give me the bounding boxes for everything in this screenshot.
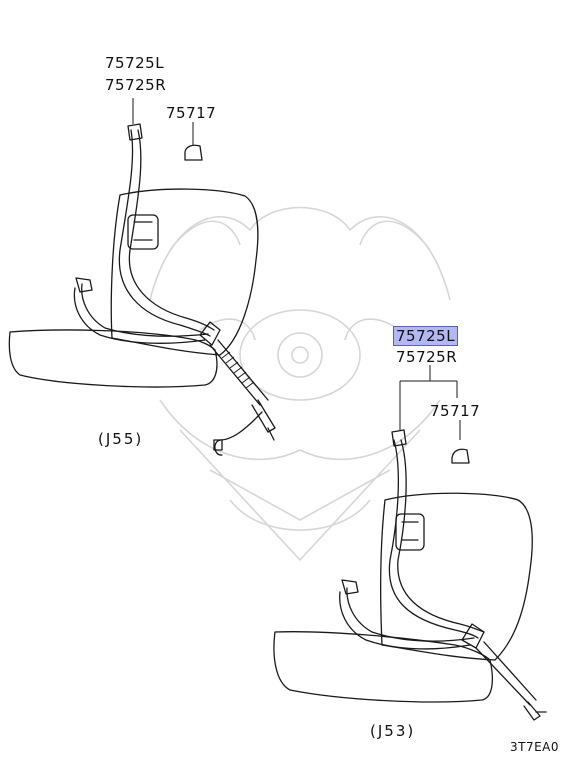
callout-part-75717-bottom[interactable]: 75717: [430, 402, 481, 420]
belt-guide-top: [127, 214, 159, 250]
tongue-plate-bottom: [461, 623, 485, 649]
belt-guide-bottom: [395, 513, 425, 551]
leaders-bottom: [399, 365, 470, 464]
callout-part-75725r-top[interactable]: 75725R: [105, 76, 167, 94]
anchor-cover-top: [184, 144, 203, 161]
tongue-plate-top: [199, 321, 221, 346]
seat-assembly-top: [8, 188, 259, 388]
seatbelt-bottom: [339, 429, 547, 721]
callout-part-75725l-bottom-highlighted[interactable]: 75725L: [393, 326, 459, 346]
seat-back-top: [110, 188, 259, 356]
leaders-top: [132, 98, 203, 161]
seat-assembly-bottom: [273, 492, 533, 703]
diagram-code: 3T7EA0: [510, 740, 560, 754]
callout-part-75717-top[interactable]: 75717: [166, 104, 217, 122]
seat-cushion-bottom: [273, 631, 493, 703]
callout-part-75725l-top[interactable]: 75725L: [105, 54, 165, 72]
variant-label-top: (J55): [98, 430, 144, 448]
callout-part-75725r-bottom[interactable]: 75725R: [396, 348, 458, 366]
anchor-cover-bottom: [451, 448, 470, 464]
seatbelt-top: [73, 123, 276, 456]
seat-cushion-top: [8, 329, 218, 388]
seat-back-bottom: [380, 492, 533, 661]
variant-label-bottom: (J53): [370, 722, 416, 740]
